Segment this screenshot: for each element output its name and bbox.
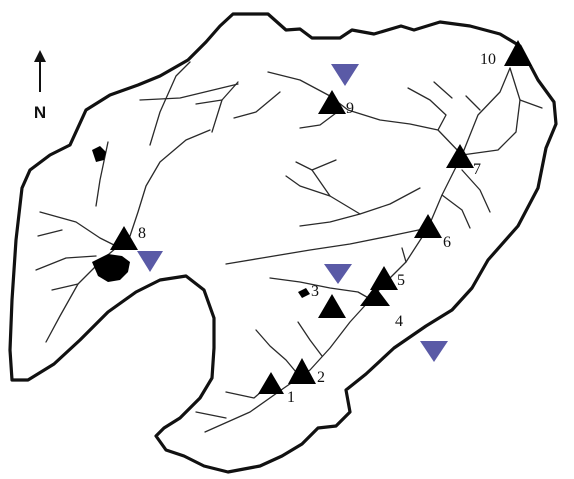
river-tributary xyxy=(255,329,297,373)
station-10-label: 10 xyxy=(480,51,496,68)
station-8-label: 8 xyxy=(138,225,146,242)
station-4-marker xyxy=(360,286,390,306)
river-tributary xyxy=(149,61,191,146)
river-tributary xyxy=(311,159,337,171)
north-label: N xyxy=(34,103,46,122)
river-central-branch xyxy=(225,227,429,265)
down-triangle-icon xyxy=(324,264,352,284)
station-8-marker xyxy=(110,226,138,250)
station-2-label: 2 xyxy=(317,369,325,386)
river-tributary xyxy=(297,321,323,357)
station-1-marker xyxy=(258,372,284,394)
river-tributary xyxy=(269,277,373,301)
station-3-marker xyxy=(318,294,346,318)
station-9-label: 9 xyxy=(346,100,354,117)
river-far-east xyxy=(519,99,543,109)
river-tributary xyxy=(139,83,239,101)
north-arrow: N xyxy=(34,50,46,122)
river-tributary xyxy=(433,81,453,99)
river-tributary xyxy=(39,211,121,249)
river-tributary xyxy=(299,109,341,129)
arrow-up-icon xyxy=(34,50,46,62)
river-ne-branch xyxy=(461,67,521,156)
river-network xyxy=(35,61,543,433)
station-5-marker xyxy=(370,266,398,290)
river-tributary xyxy=(37,229,63,237)
station-4-label: 4 xyxy=(395,313,403,330)
station-10-marker xyxy=(504,40,532,66)
river-tributary xyxy=(195,411,227,419)
lake-northwest xyxy=(92,146,106,162)
station-3-label: 3 xyxy=(311,283,319,300)
lake-west xyxy=(92,254,130,282)
river-tributary xyxy=(407,87,447,131)
station-5-label: 5 xyxy=(397,272,405,289)
river-tributary xyxy=(51,283,79,291)
station-6-marker xyxy=(414,214,442,238)
river-tributary xyxy=(441,194,471,229)
river-tributary xyxy=(195,99,223,105)
station-9-marker xyxy=(318,90,346,114)
station-6-label: 6 xyxy=(443,234,451,251)
river-tributary xyxy=(465,95,481,111)
watershed-boundary xyxy=(8,12,558,474)
station-labels: 1 2 3 4 5 6 7 8 9 10 xyxy=(138,51,496,406)
river-tributary xyxy=(233,91,281,119)
river-tributary xyxy=(129,129,211,237)
river-tributary xyxy=(285,175,361,215)
river-tributary xyxy=(401,247,407,263)
down-triangle-icon xyxy=(331,64,359,86)
water-bodies xyxy=(92,146,310,298)
river-tributary xyxy=(461,169,491,213)
station-7-label: 7 xyxy=(473,161,481,178)
down-triangle-icon xyxy=(137,251,163,272)
station-1-label: 1 xyxy=(287,389,295,406)
station-markers xyxy=(110,40,532,394)
river-north-branch xyxy=(267,71,463,156)
inverted-markers xyxy=(137,64,448,362)
river-tributary xyxy=(95,141,109,207)
station-2-marker xyxy=(288,358,316,384)
lake-central xyxy=(298,288,310,298)
station-7-marker xyxy=(446,144,474,168)
river-tributary xyxy=(35,255,97,271)
down-triangle-icon xyxy=(420,341,448,362)
